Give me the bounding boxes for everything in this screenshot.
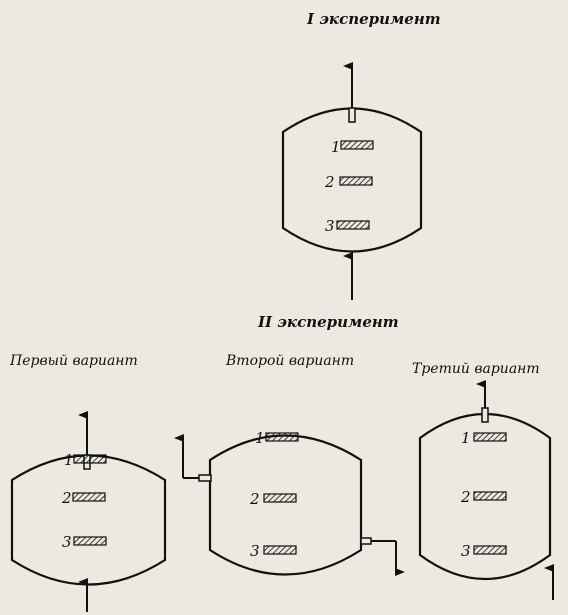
sample-label-3: 3: [325, 217, 335, 235]
sample-label-2: 2: [61, 489, 72, 507]
sample-strip-2: [473, 491, 507, 501]
sample-label-3: 3: [250, 542, 260, 560]
variant-3-title: Третий вариант: [412, 361, 540, 377]
sample-label-2: 2: [249, 490, 260, 508]
sample-label-2: 2: [324, 173, 335, 191]
vessel-variant-2: 1 2 3: [174, 429, 405, 576]
sample-label-1: 1: [461, 429, 471, 447]
sample-label-1: 1: [255, 429, 265, 447]
vessel-variant-3: 1 2 3: [418, 380, 554, 600]
sample-strip-1: [265, 432, 299, 442]
experiment-1-title: I эксперимент: [307, 10, 441, 28]
outlet-nozzle: [348, 107, 356, 123]
vessel-variant-1: 1 2 3: [10, 411, 167, 612]
sample-label-3: 3: [62, 533, 72, 551]
sample-label-1: 1: [331, 138, 341, 156]
connector-nozzle: [360, 537, 372, 545]
sample-label-1: 1: [64, 451, 74, 469]
sample-strip-3: [336, 220, 370, 230]
sample-strip-2: [339, 176, 373, 186]
vessel-experiment-1: 1 2 3: [281, 62, 423, 300]
sample-strip-1: [473, 432, 507, 442]
outlet-nozzle: [198, 474, 212, 482]
sample-strip-2: [72, 492, 106, 502]
sample-label-2: 2: [460, 488, 471, 506]
sample-label-3: 3: [461, 542, 471, 560]
sample-strip-1: [73, 454, 107, 464]
outlet-nozzle: [481, 407, 489, 423]
sample-strip-2: [263, 493, 297, 503]
variant-1-title: Первый вариант: [10, 353, 138, 369]
sample-strip-3: [473, 545, 507, 555]
sample-strip-3: [263, 545, 297, 555]
sample-strip-3: [73, 536, 107, 546]
sample-strip-1: [340, 140, 374, 150]
variant-2-title: Второй вариант: [226, 353, 355, 369]
experiment-2-title: II эксперимент: [258, 313, 399, 331]
